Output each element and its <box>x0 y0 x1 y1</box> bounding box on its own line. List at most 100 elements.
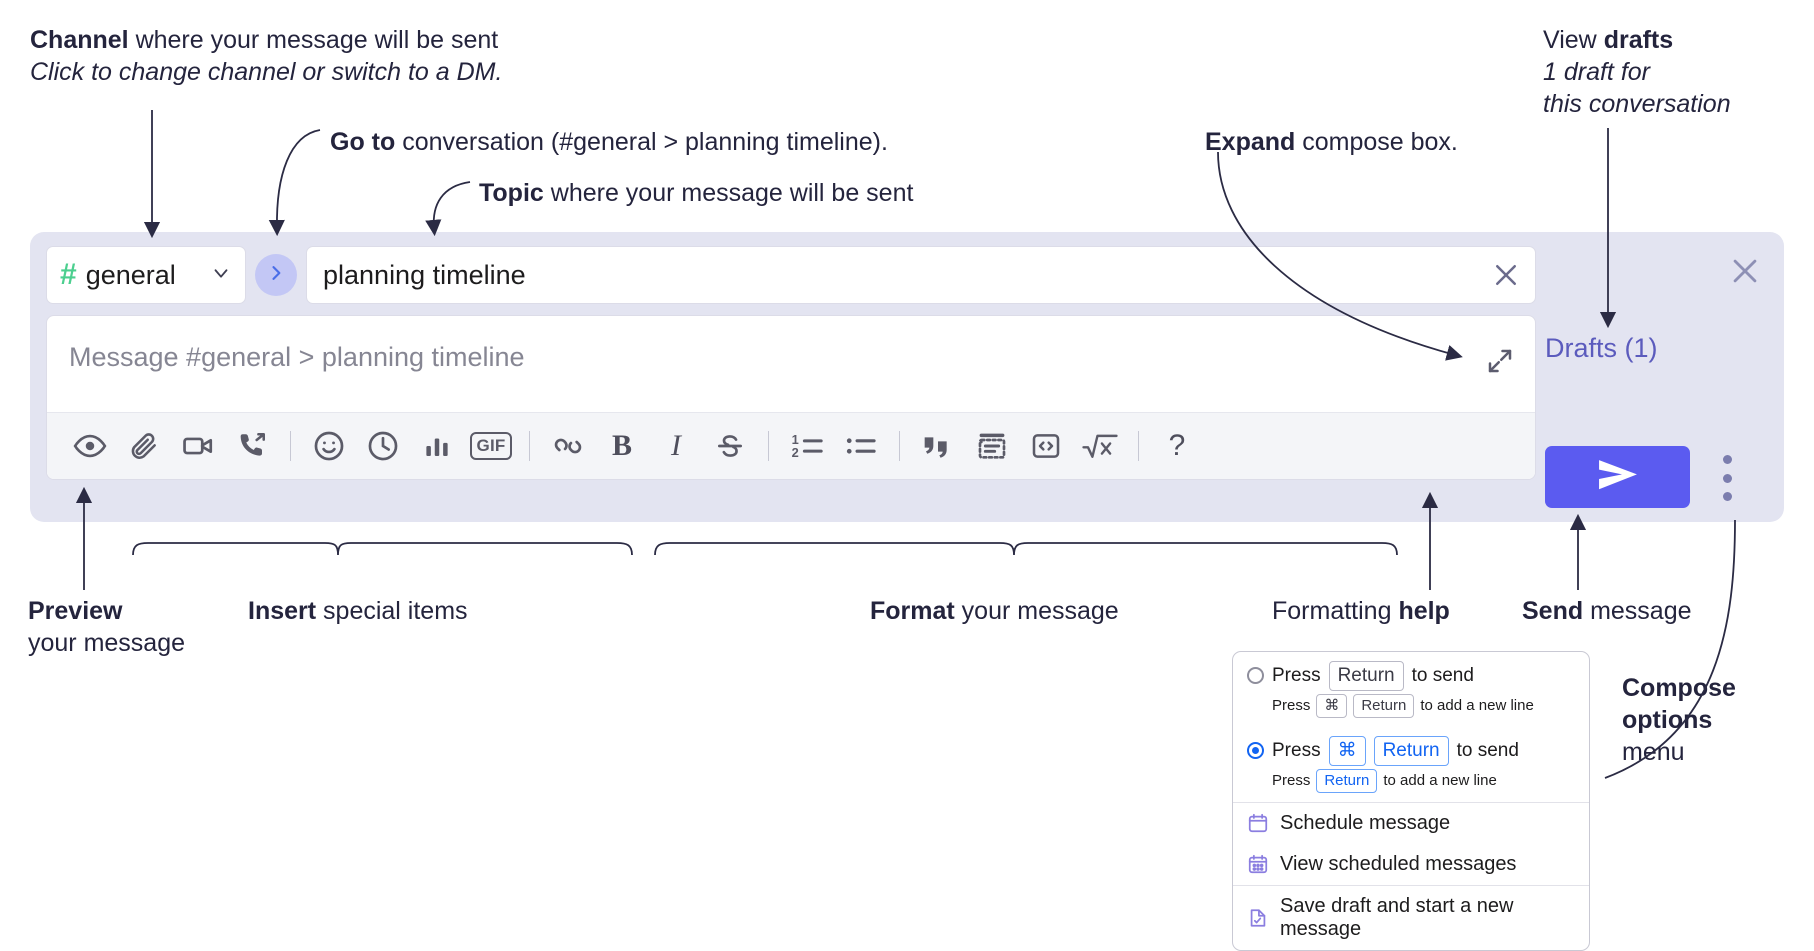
annotation-drafts-sub2: this conversation <box>1543 90 1731 118</box>
annotation-expand-bold: Expand <box>1205 128 1296 156</box>
emoji-icon[interactable] <box>302 419 356 473</box>
go-to-conversation-button[interactable] <box>255 254 297 296</box>
hash-icon: # <box>60 258 77 291</box>
annotation-preview: Preview your message <box>28 595 185 659</box>
option2-sub-rest: to add a new line <box>1383 772 1497 790</box>
option2-to-send: to send <box>1456 739 1519 761</box>
menu-item-save-draft[interactable]: Save draft and start a new message <box>1233 886 1589 950</box>
compose-header-row: # general planning timeline <box>46 246 1536 304</box>
help-label: ? <box>1168 429 1186 462</box>
option1-press: Press <box>1272 664 1321 686</box>
save-draft-icon <box>1247 907 1269 929</box>
annotation-compose-options-rest: menu <box>1622 738 1685 766</box>
annotation-compose-options-b1: Compose <box>1622 674 1736 702</box>
toolbar-divider <box>1138 431 1139 461</box>
expand-icon[interactable] <box>1485 346 1515 381</box>
annotation-format-bold: Format <box>870 597 955 625</box>
annotation-compose-options: Compose options menu <box>1622 672 1736 768</box>
toolbar-divider <box>290 431 291 461</box>
option2-sub-press: Press <box>1272 772 1311 790</box>
menu-item-label: Schedule message <box>1280 811 1451 834</box>
annotation-help-bold: help <box>1398 597 1450 625</box>
formatting-toolbar: GIF B I <box>47 412 1535 479</box>
annotation-goto-bold: Go to <box>330 128 396 156</box>
preview-icon[interactable] <box>63 419 117 473</box>
svg-text:2: 2 <box>792 445 799 460</box>
key-command: ⌘ <box>1328 735 1366 766</box>
radio-return-to-send[interactable] <box>1247 667 1264 685</box>
huddle-icon[interactable] <box>225 419 279 473</box>
chevron-down-icon <box>210 262 232 289</box>
option1-to-send: to send <box>1411 664 1474 686</box>
bold-icon[interactable]: B <box>595 419 649 473</box>
formatting-help-icon[interactable]: ? <box>1150 419 1204 473</box>
key-return: Return <box>1316 768 1378 793</box>
kebab-menu-icon-dot <box>1722 455 1732 464</box>
italic-label: I <box>671 429 681 462</box>
compose-main-column: # general planning timeline Messag <box>46 246 1536 480</box>
key-return: Return <box>1328 661 1404 691</box>
message-input[interactable]: Message #general > planning timeline <box>47 316 1535 412</box>
toolbar-divider <box>529 431 530 461</box>
option2-press: Press <box>1272 739 1321 761</box>
blockquote-icon[interactable] <box>911 419 965 473</box>
poll-icon[interactable] <box>410 419 464 473</box>
link-icon[interactable] <box>541 419 595 473</box>
close-compose-icon[interactable] <box>1728 254 1762 293</box>
option1-sub-rest: to add a new line <box>1420 697 1534 715</box>
annotation-goto-rest: conversation (#general > planning timeli… <box>395 128 888 156</box>
attachment-icon[interactable] <box>117 419 171 473</box>
key-return: Return <box>1373 735 1449 766</box>
inline-code-icon[interactable] <box>1019 419 1073 473</box>
annotation-send: Send message <box>1522 595 1692 627</box>
menu-item-schedule-message[interactable]: Schedule message <box>1233 803 1589 844</box>
annotation-topic-rest: where your message will be sent <box>543 179 914 207</box>
send-button[interactable] <box>1545 446 1690 508</box>
gif-label: GIF <box>469 432 513 460</box>
annotation-drafts-sub1: 1 draft for <box>1543 58 1650 86</box>
annotation-channel-bold: Channel <box>30 26 129 54</box>
code-block-icon[interactable] <box>965 419 1019 473</box>
annotation-topic-bold: Topic <box>479 179 544 207</box>
key-return: Return <box>1353 693 1415 718</box>
italic-icon[interactable]: I <box>649 419 703 473</box>
compose-options-button[interactable] <box>1712 455 1742 501</box>
annotation-help-rest: Formatting <box>1272 597 1399 625</box>
topic-input[interactable]: planning timeline <box>306 246 1536 304</box>
calendar-clock-icon <box>1247 812 1269 834</box>
svg-text:1: 1 <box>792 432 799 447</box>
annotation-preview-bold: Preview <box>28 597 123 625</box>
toolbar-divider <box>768 431 769 461</box>
menu-option-return-sub: Press ⌘ Return to add a new line <box>1233 693 1589 727</box>
compose-options-menu: Press Return to send Press ⌘ Return to a… <box>1232 651 1590 951</box>
menu-divider <box>1233 801 1589 803</box>
close-icon[interactable] <box>1491 260 1521 290</box>
annotation-formatting-help: Formatting help <box>1272 595 1450 627</box>
gif-icon[interactable]: GIF <box>464 419 518 473</box>
drafts-link[interactable]: Drafts (1) <box>1545 333 1658 363</box>
strikethrough-icon[interactable] <box>703 419 757 473</box>
annotation-preview-rest: your message <box>28 629 186 657</box>
annotation-channel-sub: Click to change channel or switch to a D… <box>30 58 503 86</box>
annotation-format: Format your message <box>870 595 1119 627</box>
kebab-menu-icon-dot <box>1722 492 1732 501</box>
topic-value: planning timeline <box>323 259 526 290</box>
reminder-icon[interactable] <box>356 419 410 473</box>
channel-selector[interactable]: # general <box>46 246 246 304</box>
menu-option-cmd-return-to-send[interactable]: Press ⌘ Return to send <box>1233 727 1589 768</box>
bold-label: B <box>611 429 632 462</box>
radio-cmd-return-to-send[interactable] <box>1247 742 1264 760</box>
video-icon[interactable] <box>171 419 225 473</box>
menu-option-return-to-send[interactable]: Press Return to send <box>1233 652 1589 693</box>
send-paper-plane-icon <box>1595 455 1641 500</box>
message-placeholder: Message #general > planning timeline <box>69 342 525 372</box>
annotation-goto: Go to conversation (#general > planning … <box>330 126 888 158</box>
annotation-channel-rest: where your message will be sent <box>128 26 499 54</box>
menu-item-view-scheduled-messages[interactable]: View scheduled messages <box>1233 844 1589 885</box>
annotation-compose-options-b2: options <box>1622 706 1713 734</box>
latex-icon[interactable] <box>1073 419 1127 473</box>
menu-divider <box>1233 884 1589 886</box>
annotation-insert-bold: Insert <box>248 597 317 625</box>
bulleted-list-icon[interactable] <box>834 419 888 473</box>
